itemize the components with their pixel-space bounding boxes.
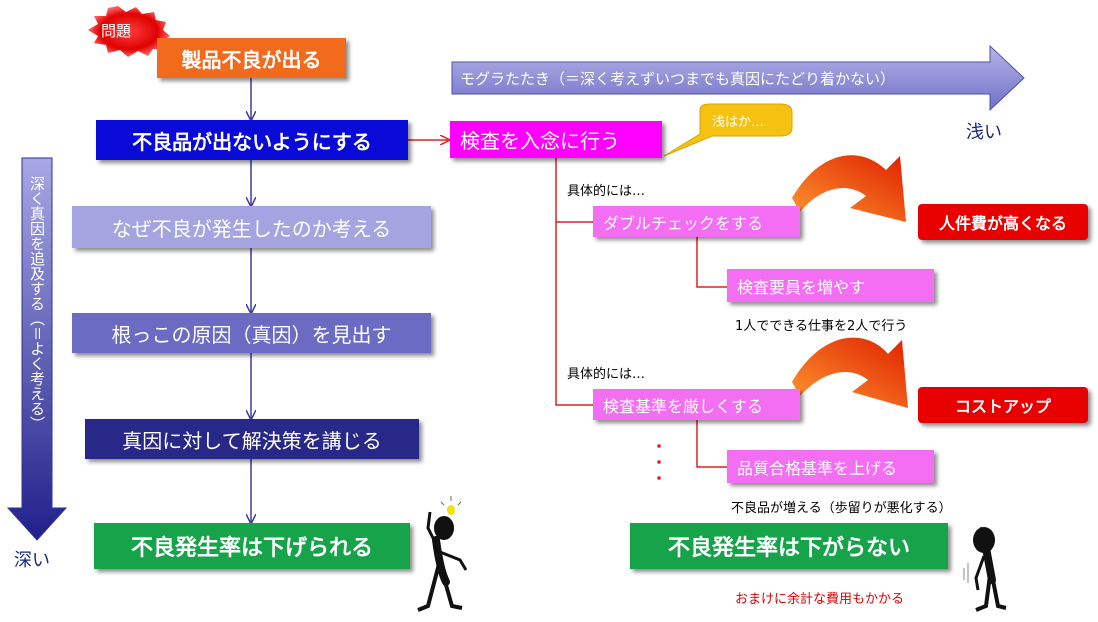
step-find-root-cause: 根っこの原因（真因）を見出す xyxy=(72,313,431,353)
problem-badge: 問題 xyxy=(101,22,132,40)
increase-staff-box: 検査要員を増やす xyxy=(727,269,934,302)
ellipsis-dot xyxy=(657,460,661,464)
deep-arrow xyxy=(6,157,68,541)
tree-line-2 xyxy=(555,222,593,406)
shallow-arrow xyxy=(451,44,1025,112)
ellipsis-dot xyxy=(657,476,661,480)
double-check-box: ダブルチェックをする xyxy=(593,206,800,237)
sad-stick-figure xyxy=(963,526,1007,612)
inspect-box: 検査を入念に行う xyxy=(450,121,662,158)
concretely-label-2: 具体的には… xyxy=(567,367,646,382)
strict-criteria-box: 検査基準を厳しくする xyxy=(593,389,800,420)
shallow-arrow-text: モグラたたき（＝深く考えずいつまでも真因にたどり着かない） xyxy=(460,70,896,88)
curved-arrow-2 xyxy=(792,337,908,408)
result-reduced: 不良発生率は下げられる xyxy=(94,523,410,569)
ellipsis-dot xyxy=(657,444,661,448)
one-to-two-note: 1人でできる仕事を2人で行う xyxy=(735,319,908,334)
deep-arrow-text: 深く真因を追及する（＝よく考える） xyxy=(28,176,46,432)
step-think-why: なぜ不良が発生したのか考える xyxy=(72,206,431,248)
result-not-reduced: 不良発生率は下がらない xyxy=(630,523,948,569)
problem-burst xyxy=(88,6,170,57)
curved-arrow-1 xyxy=(792,155,906,222)
shallow-label: 浅い xyxy=(966,122,1002,143)
callout-bubble xyxy=(663,103,793,157)
problem-box: 製品不良が出る xyxy=(157,38,346,78)
callout-text: 浅はか… xyxy=(712,115,765,130)
defects-increase-note: 不良品が増える（歩留りが悪化する） xyxy=(731,501,952,516)
deep-label: 深い xyxy=(14,550,50,571)
concretely-label-1: 具体的には… xyxy=(567,184,646,199)
cost-up-box: コストアップ xyxy=(918,387,1088,423)
step-solve-root-cause: 真因に対して解決策を講じる xyxy=(85,419,419,459)
extra-cost-note: おまけに余計な費用もかかる xyxy=(735,592,905,607)
tree-line-4 xyxy=(696,420,727,468)
happy-stick-figure xyxy=(417,496,468,612)
tree-line-3 xyxy=(696,237,727,288)
step-no-defects: 不良品が出ないようにする xyxy=(96,120,408,160)
labor-cost-box: 人件費が高くなる xyxy=(918,204,1088,240)
raise-quality-box: 品質合格基準を上げる xyxy=(727,450,934,483)
